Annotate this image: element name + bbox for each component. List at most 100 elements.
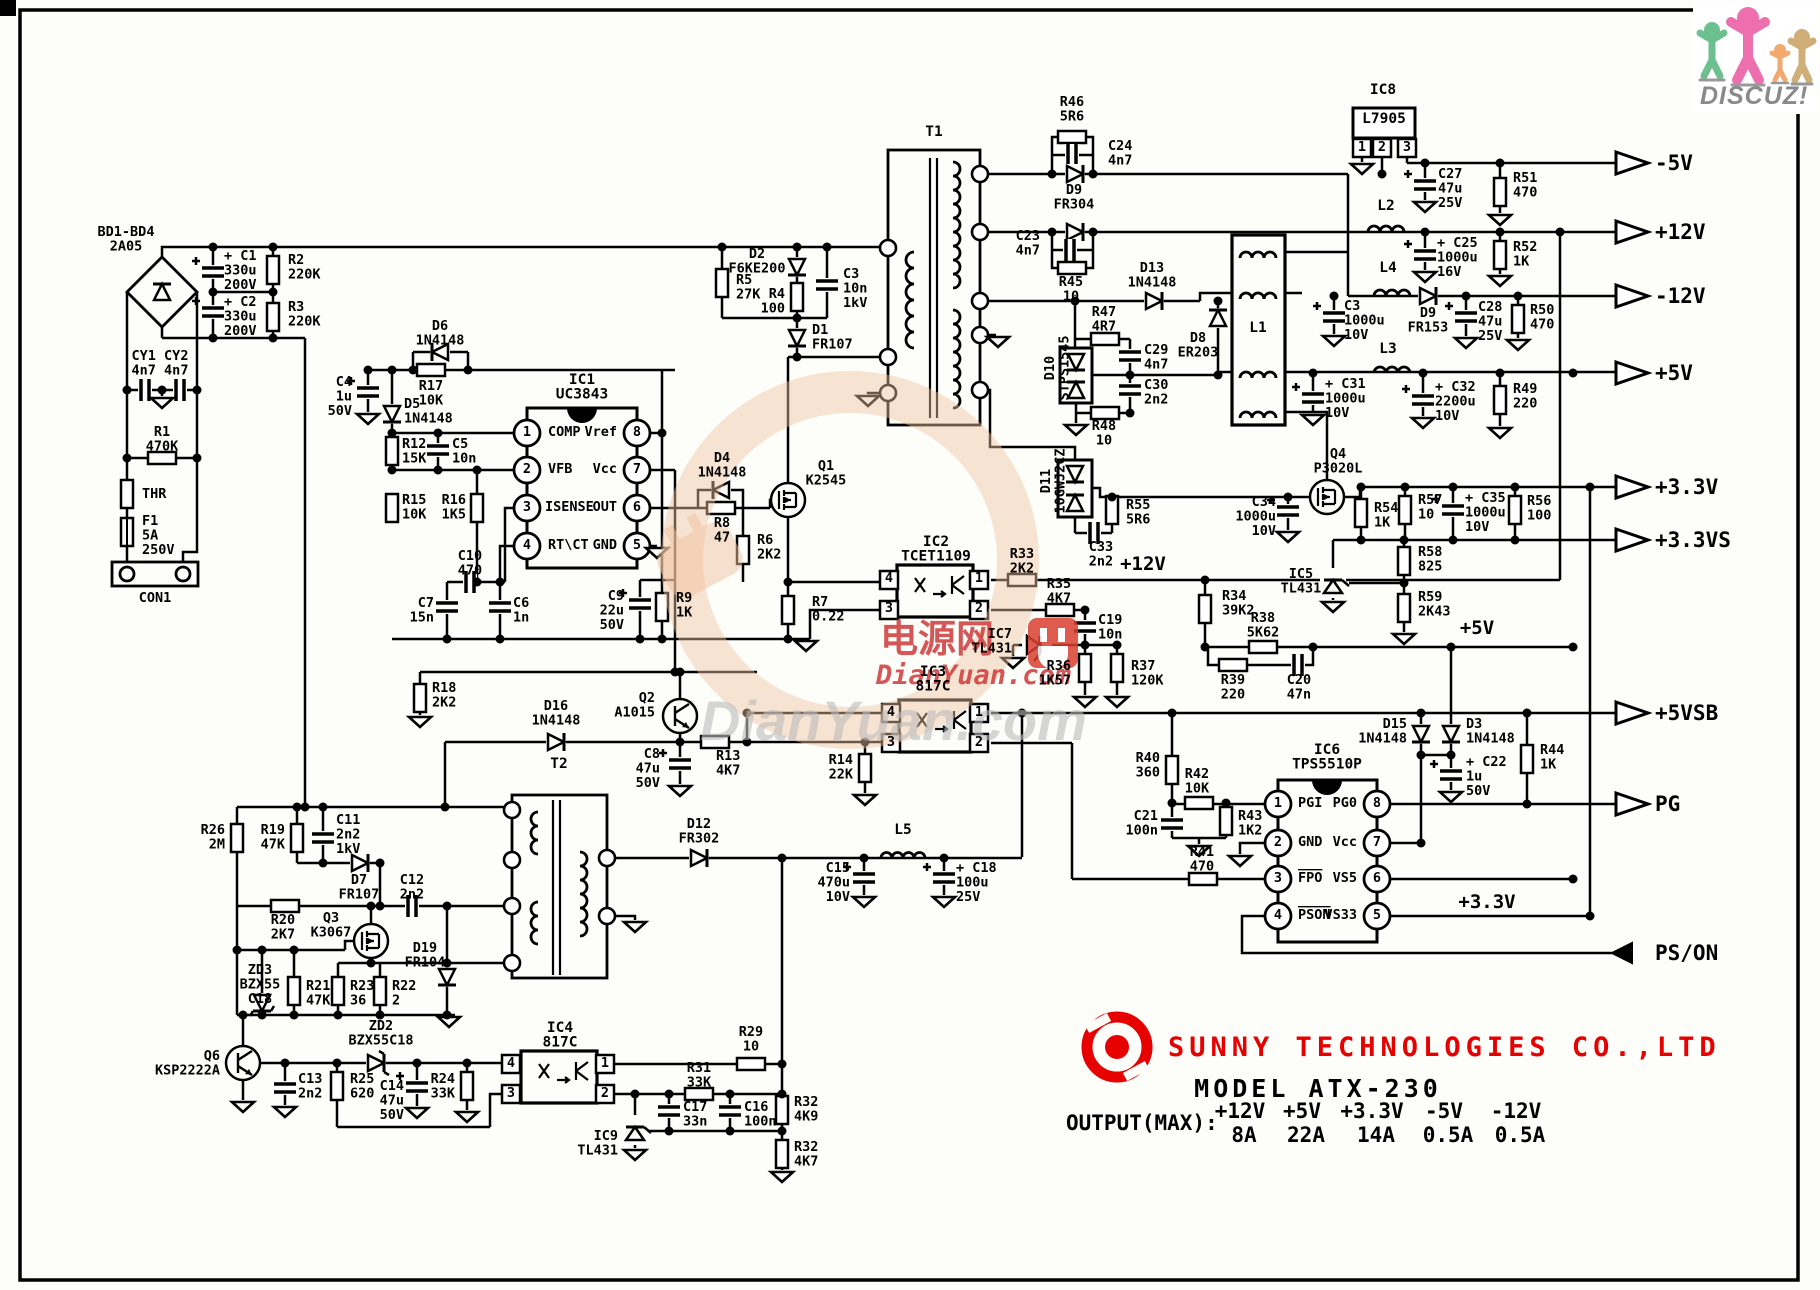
label-4: 4	[507, 1055, 515, 1071]
rail-label-33vs: +3.3VS	[1655, 528, 1731, 552]
rail-label-5v: +5V	[1655, 361, 1693, 385]
rail-arrow-12v	[1614, 283, 1650, 309]
label-1: 1	[523, 424, 531, 440]
label-isense: ISENSE	[545, 499, 594, 515]
label-2: 2	[1274, 834, 1282, 850]
discuz-logo: DISCUZ!	[1693, 2, 1818, 114]
label-+3.3v: +3.3V	[1458, 891, 1515, 913]
label-l4: L4	[1379, 260, 1397, 276]
label-comp: COMP	[548, 424, 581, 440]
transformer-t2	[510, 793, 609, 980]
d11-dual-diode-box	[1056, 458, 1094, 519]
rail-label-12v: +12V	[1655, 220, 1706, 244]
watermark-gray-text: DianYuan.com	[700, 689, 1087, 752]
label-l7905: L7905	[1362, 111, 1406, 127]
label-+12v: +12V	[1120, 553, 1166, 575]
label-1: 1	[1274, 795, 1282, 811]
output-rail-2: +3.3V	[1340, 1099, 1404, 1123]
label-4: 4	[887, 704, 895, 720]
label-7: 7	[633, 461, 641, 477]
label-vcc: Vcc	[1333, 834, 1357, 850]
label-8: 8	[633, 424, 641, 440]
ground-symbols	[149, 162, 1531, 1184]
label-out: OUT	[593, 499, 617, 515]
label-1: 1	[975, 570, 983, 586]
watermark-red-plug-icon	[1028, 618, 1078, 669]
output-rail-1: +5V	[1283, 1099, 1321, 1123]
watermark-plug-icon	[657, 512, 743, 598]
rail-label-12v: -12V	[1655, 284, 1706, 308]
rail-arrow-pg	[1614, 791, 1650, 817]
discuz-text: DISCUZ!	[1700, 82, 1808, 110]
label-1: 1	[1358, 139, 1366, 155]
label-4: 4	[885, 570, 893, 586]
label-2: 2	[523, 461, 531, 477]
label-vref: Vref	[584, 424, 617, 440]
label-gnd: GND	[593, 537, 617, 553]
rail-arrow-5v	[1614, 360, 1650, 386]
title-block: SUNNY TECHNOLOGIES CO.,LTD MODEL ATX-230…	[1066, 1011, 1716, 1147]
label-1: 1	[601, 1055, 609, 1071]
connector-con1	[110, 560, 200, 588]
bridge-diode-icon	[152, 282, 172, 302]
label-4: 4	[1274, 907, 1282, 923]
transformer-t1	[886, 148, 982, 427]
magnetics-layer	[110, 148, 1287, 980]
model-name: MODEL ATX-230	[1194, 1074, 1442, 1103]
ic1-uc3843-box	[525, 406, 639, 570]
label-l3: L3	[1379, 341, 1396, 357]
rail-label-33v: +3.3V	[1655, 475, 1719, 499]
label-2: 2	[975, 734, 983, 750]
